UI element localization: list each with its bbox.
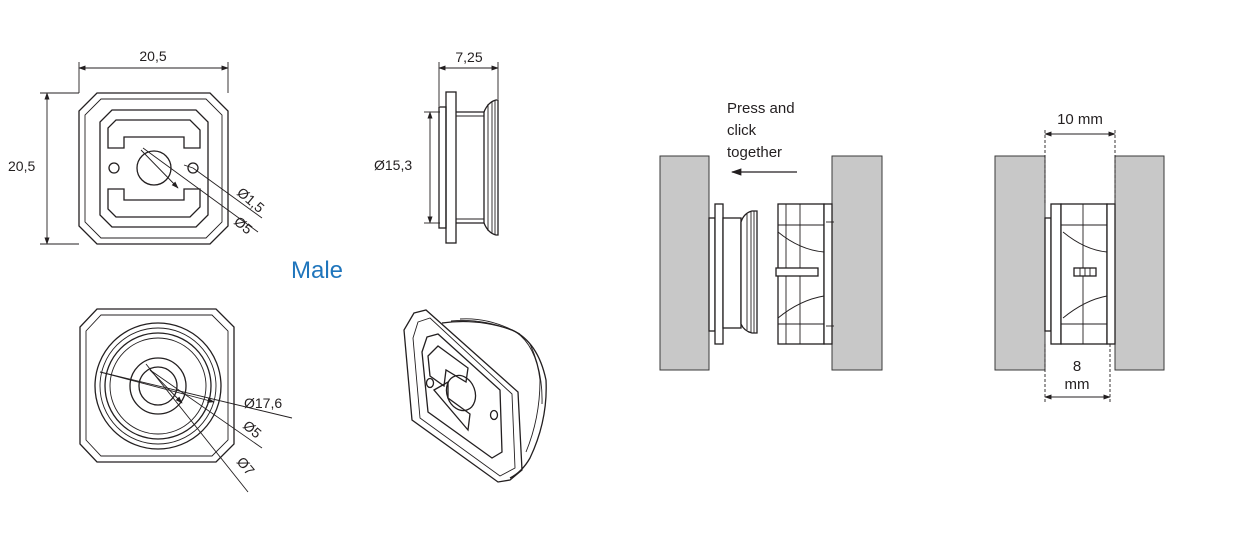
front-view: 20,5 20,5 Ø1,5 Ø5 (8, 48, 268, 245)
hole-small-label: Ø1,5 (234, 184, 268, 216)
rear-outer-label: Ø17,6 (244, 395, 282, 411)
rear-view: Ø17,6 Ø5 Ø7 (79, 308, 293, 493)
assembly-joined: 10 mm 8 mm (994, 111, 1165, 402)
rear-inner-label: Ø5 (240, 417, 265, 441)
side-depth-label: 7,25 (455, 49, 482, 65)
isometric-view (403, 309, 547, 483)
gap-bottom-value: 8 (1073, 358, 1081, 375)
front-width-label: 20,5 (139, 48, 166, 64)
instruction-line-3: together (727, 144, 782, 161)
hole-center-label: Ø5 (231, 213, 256, 237)
side-diameter-label: Ø15,3 (374, 157, 412, 173)
gap-bottom-unit: mm (1065, 376, 1090, 393)
front-height-label: 20,5 (8, 158, 35, 174)
instruction-line-1: Press and (727, 100, 795, 117)
instruction-line-2: click (727, 122, 757, 139)
part-title: Male (291, 257, 343, 284)
side-view: 7,25 Ø15,3 (374, 49, 499, 244)
gap-top-label: 10 mm (1057, 111, 1103, 128)
assembly-separated: Press and click together (659, 100, 883, 371)
rear-mid-label: Ø7 (234, 454, 258, 479)
